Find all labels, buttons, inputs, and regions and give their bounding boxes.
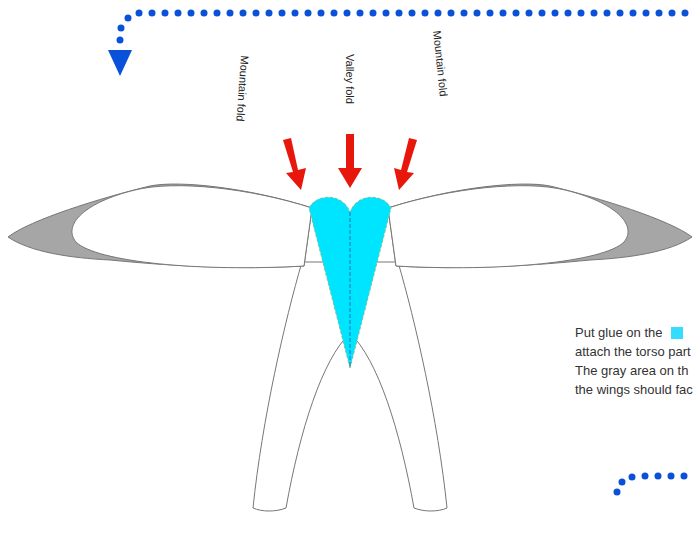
route-dot [565,10,572,17]
route-dot [655,473,662,480]
route-dot [617,10,624,17]
route-dot [162,10,169,17]
route-dot [214,10,221,17]
route-dot [435,10,442,17]
route-dot [357,10,364,17]
dotted-route [149,10,689,17]
route-dot [682,10,689,17]
route-dot [253,10,260,17]
instruction-text: The gray area on th [575,363,688,379]
fold-label: Mountain fold [431,30,450,97]
route-dot [643,10,650,17]
valley-fold-line [350,212,351,366]
route-dot [668,473,675,480]
route-dot [409,10,416,17]
right-wing [388,184,692,268]
glue-swatch [671,327,683,339]
route-dot [344,10,351,17]
route-dot [591,10,598,17]
route-dot [292,10,299,17]
route-dot [331,10,338,17]
route-dot [552,10,559,17]
route-dot [500,10,507,17]
route-dot [526,10,533,17]
route-dot [396,10,403,17]
route-dot [448,10,455,17]
route-dot [513,10,520,17]
route-dot [227,10,234,17]
route-dot [201,10,208,17]
route-dot [149,10,156,17]
route-dot [630,10,637,17]
route-dot [318,10,325,17]
dotted-route [117,10,143,44]
route-dot [681,473,688,480]
instruction-text: attach the torso part [575,344,691,360]
fold-label: Valley fold [344,54,356,104]
route-dot [240,10,247,17]
route-dot [669,10,676,17]
route-dot [539,10,546,17]
dotted-route [614,474,636,496]
route-dot [370,10,377,17]
route-dot [461,10,468,17]
route-dot [487,10,494,17]
route-dot [604,10,611,17]
route-dot [305,10,312,17]
fold-label: Mountain fold [234,55,251,122]
route-dot [422,10,429,17]
route-dot [266,10,273,17]
left-wing [8,184,312,268]
fold-arrow [283,134,417,190]
glue-area [309,197,391,368]
route-dot [578,10,585,17]
route-dot [474,10,481,17]
route-arrowhead [108,50,132,76]
instruction-text: Put glue on the [575,325,662,341]
route-dot [279,10,286,17]
dotted-route [642,473,688,480]
route-dot [383,10,390,17]
route-dot [188,10,195,17]
route-dot [642,473,649,480]
instruction-text: the wings should fac [575,382,693,398]
route-dot [175,10,182,17]
route-dot [656,10,663,17]
